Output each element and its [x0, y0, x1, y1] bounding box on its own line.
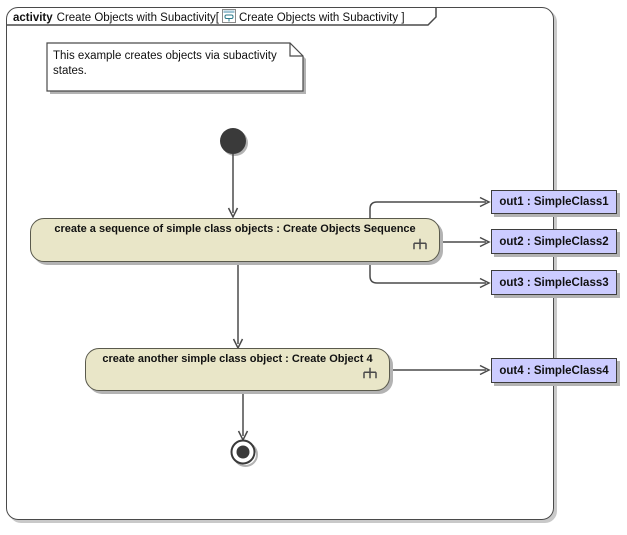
frame-title: activity Create Objects with Subactivity… — [13, 9, 405, 26]
pin-out3[interactable]: out3 : SimpleClass3 — [491, 270, 617, 295]
pin-out2[interactable]: out2 : SimpleClass2 — [491, 229, 617, 254]
pin-label: out1 : SimpleClass1 — [499, 196, 609, 208]
pin-out1[interactable]: out1 : SimpleClass1 — [491, 190, 617, 214]
control-flow-action1-to-action2[interactable] — [232, 262, 244, 350]
frame-diagram-ref: Create Objects with Subactivity ] — [238, 11, 405, 24]
note-body[interactable] — [46, 42, 304, 92]
arrowhead — [479, 277, 491, 289]
edge-line — [369, 262, 486, 284]
note-shape[interactable] — [46, 42, 306, 94]
pin-label: out3 : SimpleClass3 — [499, 276, 609, 289]
action-label: create a sequence of simple class object… — [54, 223, 416, 235]
initial-node-circle[interactable] — [220, 128, 246, 154]
connector-action1-to-out3[interactable] — [369, 262, 491, 289]
pin-label: out2 : SimpleClass2 — [499, 235, 609, 248]
activity-frame — [6, 7, 554, 520]
arrowhead — [227, 207, 239, 219]
control-flow-action2-to-final[interactable] — [237, 391, 249, 442]
rake-icon — [363, 366, 377, 384]
rake-icon — [413, 237, 427, 255]
connector-action1-to-out1[interactable] — [369, 196, 491, 219]
connector-action1-to-out2[interactable] — [440, 236, 491, 248]
arrowhead — [479, 236, 491, 248]
frame-keyword: activity — [13, 11, 53, 24]
pin-out4[interactable]: out4 : SimpleClass4 — [491, 358, 617, 383]
control-flow-initial-to-action1[interactable] — [227, 154, 239, 219]
frame-title-tab — [7, 8, 437, 26]
action-label: create another simple class object : Cre… — [102, 353, 373, 365]
pin-label: out4 : SimpleClass4 — [499, 364, 609, 377]
arrowhead — [479, 196, 491, 208]
arrowhead — [479, 364, 491, 376]
activity-final-node[interactable] — [230, 439, 258, 467]
activity-diagram-icon[interactable] — [221, 9, 236, 26]
connector-action2-to-out4[interactable] — [390, 364, 491, 376]
note-text: This example creates objects via subacti… — [53, 50, 277, 77]
note-fold-icon — [289, 43, 303, 57]
action-create-object-4[interactable]: create another simple class object : Cre… — [85, 348, 390, 391]
frame-name: Create Objects with Subactivity[ — [56, 11, 219, 24]
action-create-objects-sequence[interactable]: create a sequence of simple class object… — [30, 218, 440, 262]
final-node-inner-circle — [236, 445, 250, 459]
edge-line — [369, 201, 486, 218]
initial-node[interactable] — [220, 128, 248, 156]
